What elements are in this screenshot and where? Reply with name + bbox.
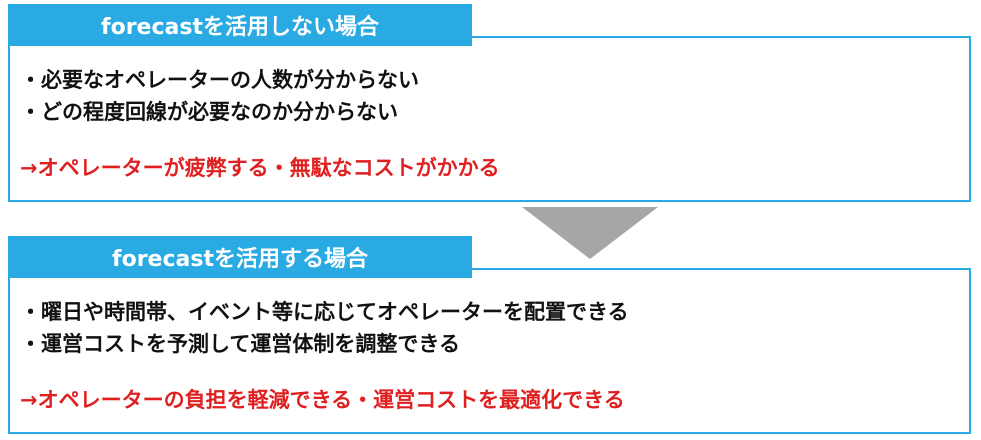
with-bullet-1: ・曜日や時間帯、イベント等に応じてオペレーターを配置できる [20,300,629,324]
without-forecast-box: ・必要なオペレーターの人数が分からない ・どの程度回線が必要なのか分からない →… [8,36,971,202]
without-bullet-2: ・どの程度回線が必要なのか分からない [20,100,398,124]
down-arrow-icon [522,207,658,259]
without-forecast-title: forecastを活用しない場合 [8,4,472,46]
with-conclusion: →オペレーターの負担を軽減できる・運営コストを最適化できる [20,388,625,412]
with-forecast-title: forecastを活用する場合 [8,236,472,278]
with-bullet-2: ・運営コストを予測して運営体制を調整できる [20,332,460,356]
with-forecast-box: ・曜日や時間帯、イベント等に応じてオペレーターを配置できる ・運営コストを予測し… [8,268,971,434]
without-bullet-1: ・必要なオペレーターの人数が分からない [20,68,419,92]
without-conclusion: →オペレーターが疲弊する・無駄なコストがかかる [20,156,500,180]
